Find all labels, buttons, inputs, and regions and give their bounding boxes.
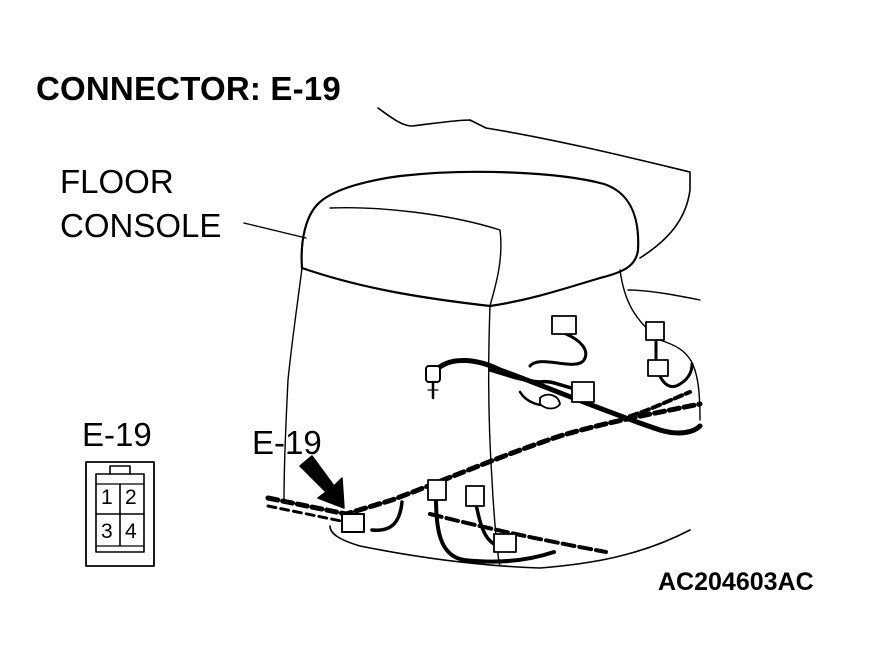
right-harness-2 <box>628 390 692 418</box>
floor-harness-dashed <box>265 401 703 517</box>
upper-harness <box>431 357 703 436</box>
lower-harness-loop-1 <box>434 496 556 564</box>
upper-connector-lead <box>528 332 588 368</box>
pin-3: 3 <box>101 520 113 543</box>
upper-harness-branch <box>488 368 582 392</box>
floor-outline <box>329 525 691 569</box>
floor-harness-lower <box>428 512 608 554</box>
pin-2: 2 <box>125 486 137 509</box>
pin-4: 4 <box>125 520 137 543</box>
connector-location-label: E-19 <box>252 424 322 461</box>
ground-bolt <box>425 365 441 400</box>
figure-code: AC204603AC <box>658 568 814 596</box>
floor-console-label: FLOOR CONSOLE <box>60 160 221 248</box>
floor-console-label-line2: CONSOLE <box>60 207 222 244</box>
e19-connector-body <box>341 513 365 533</box>
console-lid <box>300 170 640 308</box>
side-panel-edge <box>627 289 701 301</box>
dashboard-outline <box>377 107 691 259</box>
lower-harness-loop-2 <box>474 502 496 546</box>
console-body-left <box>283 267 303 501</box>
floor-console-label-line1: FLOOR <box>60 163 174 200</box>
page-title: CONNECTOR: E-19 <box>36 70 341 107</box>
harness-clamp <box>539 393 561 410</box>
connector-face <box>85 461 155 567</box>
floor-console-leader <box>243 222 307 239</box>
connector-face-label: E-19 <box>82 416 152 453</box>
lower-harness-loop-3 <box>370 500 404 532</box>
harness-connectors <box>427 315 669 553</box>
console-lid-inner-edge <box>329 207 502 307</box>
pin-1: 1 <box>101 486 113 509</box>
arrow-to-e19 <box>299 455 345 509</box>
floor-harness-dashed-2 <box>266 504 348 524</box>
